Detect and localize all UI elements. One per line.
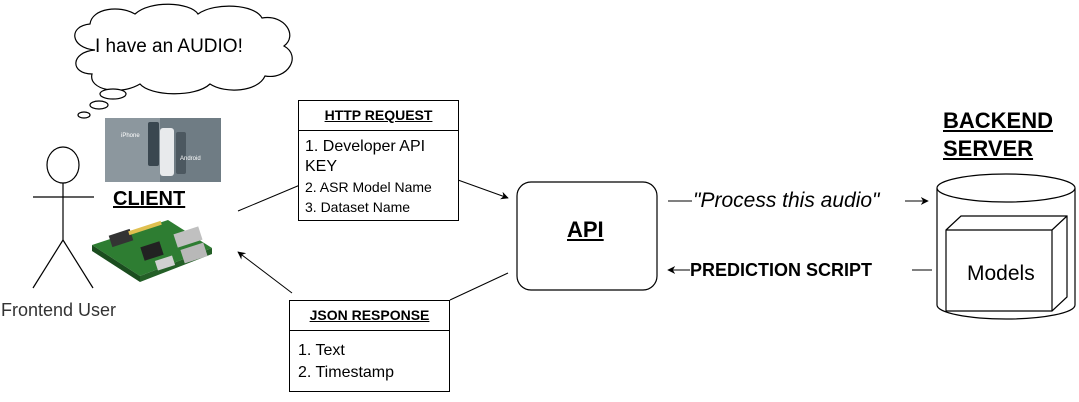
- json-response-box: JSON RESPONSE 1. Text 2. Timestamp: [289, 300, 450, 392]
- api-box: [516, 181, 658, 291]
- http-request-item: 2. ASR Model Name: [305, 179, 432, 195]
- http-request-box: HTTP REQUEST 1. Developer API KEY 2. ASR…: [298, 100, 459, 221]
- thought-dot-large: [99, 88, 127, 100]
- json-response-item: 1. Text: [298, 342, 345, 359]
- thought-bubble-text: I have an AUDIO!: [95, 36, 243, 57]
- json-response-to-client-arrow: [237, 251, 293, 294]
- json-response-title: JSON RESPONSE: [290, 301, 449, 331]
- thought-bubble: [74, 3, 293, 119]
- backend-server-title-line2: SERVER: [943, 136, 1034, 161]
- http-request-item: 1. Developer API: [305, 138, 426, 155]
- thought-dot-small: [77, 111, 91, 119]
- raspberry-pi-board-image: [92, 220, 212, 282]
- thought-dot-medium: [89, 100, 109, 110]
- phone-image: [105, 118, 221, 182]
- api-label: API: [567, 217, 604, 242]
- backend-server-title-line1: BACKEND: [943, 108, 1053, 133]
- json-response-item: 2. Timestamp: [298, 364, 395, 381]
- http-request-item: 3. Dataset Name: [305, 199, 411, 215]
- models-cube-icon: [945, 215, 1068, 312]
- models-label: Models: [967, 262, 1035, 285]
- api-to-json-response-line: [449, 272, 509, 301]
- frontend-user-actor-icon: [32, 146, 94, 289]
- prediction-script-label: PREDICTION SCRIPT: [690, 260, 873, 281]
- process-audio-label: "Process this audio": [693, 189, 880, 213]
- client-label: CLIENT: [113, 188, 186, 210]
- frontend-user-label: Frontend User: [1, 300, 117, 320]
- phone-image-right-text: Android: [180, 156, 201, 162]
- http-request-item: KEY: [305, 158, 338, 175]
- http-request-to-api-arrow: [457, 179, 509, 200]
- phone-image-left-text: iPhone: [121, 133, 140, 139]
- http-request-title: HTTP REQUEST: [299, 101, 458, 131]
- client-to-http-request-line: [237, 184, 301, 212]
